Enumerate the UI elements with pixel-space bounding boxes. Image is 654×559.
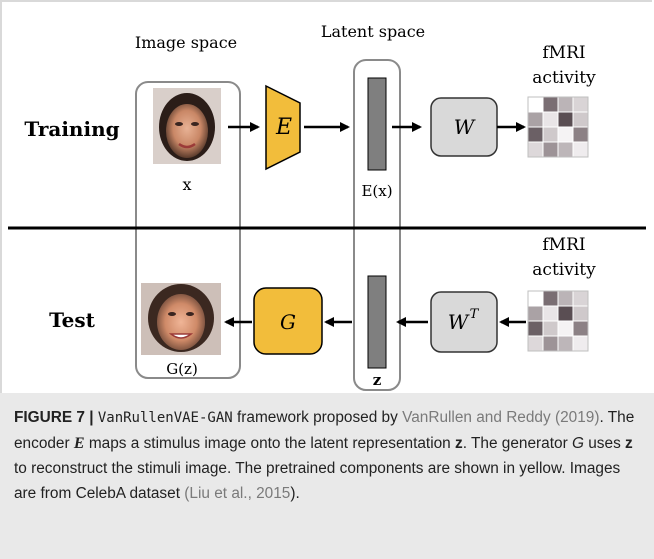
- fmri-cell: [557, 126, 574, 143]
- fmri-cell: [542, 290, 559, 307]
- fmri-cell: [542, 305, 559, 322]
- latent-z-label: z: [373, 371, 382, 389]
- caption-framework-name: VanRullenVAE-GAN: [97, 410, 233, 426]
- fmri-grid-test: [527, 290, 589, 352]
- latent-ex-label: E(x): [361, 182, 392, 200]
- fmri-cell: [527, 141, 544, 158]
- mapping-wt-box: [430, 291, 498, 353]
- fmri-cell: [572, 141, 589, 158]
- fmri-cell: [527, 126, 544, 143]
- test-label: Test: [49, 308, 96, 332]
- fmri-cell: [572, 290, 589, 307]
- fmri-cell: [542, 141, 559, 158]
- fmri-cell: [527, 335, 544, 352]
- latent-vector-train: [367, 77, 387, 171]
- training-label: Training: [24, 117, 119, 141]
- diagram-panel: [0, 0, 652, 393]
- fmri-cell: [527, 96, 544, 113]
- fmri-grid-train: [527, 96, 589, 158]
- fmri-cell: [557, 111, 574, 128]
- fmri-cell: [572, 320, 589, 337]
- caption-open-paren: (: [184, 485, 190, 502]
- caption-close-paren: ).: [290, 485, 300, 502]
- caption-z-symbol-1: z: [455, 435, 463, 452]
- fmri-cell: [557, 335, 574, 352]
- caption-encoder-symbol: E: [73, 435, 85, 452]
- caption-text-6: to reconstruct the stimuli image. The pr…: [14, 460, 621, 502]
- input-x-label: x: [182, 175, 191, 194]
- fmri-cell: [527, 320, 544, 337]
- mapping-w-label: W: [454, 115, 476, 139]
- image-space-header: Image space: [135, 33, 237, 52]
- fmri-cell: [572, 111, 589, 128]
- fmri-header-train-line2: activity: [532, 68, 596, 88]
- fmri-header-test-line2: activity: [532, 260, 596, 280]
- fmri-cell: [572, 126, 589, 143]
- caption-z-symbol-2: z: [625, 435, 633, 452]
- fmri-header-test-line1: fMRI: [542, 235, 585, 255]
- encoder-label: E: [275, 115, 292, 140]
- fmri-cell: [542, 320, 559, 337]
- fmri-cell: [542, 335, 559, 352]
- fmri-cell: [572, 335, 589, 352]
- fmri-cell: [542, 96, 559, 113]
- fmri-cell: [572, 305, 589, 322]
- latent-space-column: [353, 59, 401, 391]
- mapping-wt-label: W: [448, 310, 470, 334]
- fmri-header-train-line1: fMRI: [542, 43, 585, 63]
- caption-text-2: . The encoder: [14, 409, 635, 452]
- fmri-cell: [527, 290, 544, 307]
- caption-ref-liu[interactable]: Liu et al., 2015: [189, 485, 291, 502]
- generator-label: G: [280, 310, 296, 334]
- generator-block: [253, 287, 323, 355]
- fmri-cell: [527, 305, 544, 322]
- mapping-wt-superscript: T: [470, 307, 480, 322]
- caption-text-5: uses: [588, 435, 621, 452]
- encoder-block: [265, 84, 301, 171]
- fmri-cell: [557, 96, 574, 113]
- fmri-cell: [557, 305, 574, 322]
- fmri-cell: [557, 320, 574, 337]
- generated-face-image: [141, 283, 221, 355]
- fmri-cell: [557, 290, 574, 307]
- input-face-image: [153, 88, 221, 164]
- caption-text-3: maps a stimulus image onto the latent re…: [88, 435, 451, 452]
- fmri-grid-border: [527, 96, 589, 158]
- figure-caption: FIGURE 7 | VanRullenVAE-GAN framework pr…: [0, 393, 654, 559]
- fmri-cell: [542, 126, 559, 143]
- caption-generator-symbol: G: [571, 435, 584, 452]
- image-space-column: [135, 81, 241, 379]
- caption-text-4: . The generator: [462, 435, 568, 452]
- latent-space-header: Latent space: [321, 22, 425, 41]
- caption-text-1: framework proposed by: [236, 409, 398, 426]
- latent-vector-test: [367, 275, 387, 369]
- caption-figure-label: FIGURE 7 |: [14, 409, 94, 426]
- fmri-cell: [572, 96, 589, 113]
- fmri-cell: [542, 111, 559, 128]
- fmri-cell: [557, 141, 574, 158]
- fmri-grid-border: [527, 290, 589, 352]
- fmri-cell: [527, 111, 544, 128]
- caption-ref-vanrullen[interactable]: VanRullen and Reddy (2019): [402, 409, 600, 426]
- diagram: Image space Latent space fMRI activity T…: [8, 22, 646, 391]
- output-gz-label: G(z): [166, 360, 198, 378]
